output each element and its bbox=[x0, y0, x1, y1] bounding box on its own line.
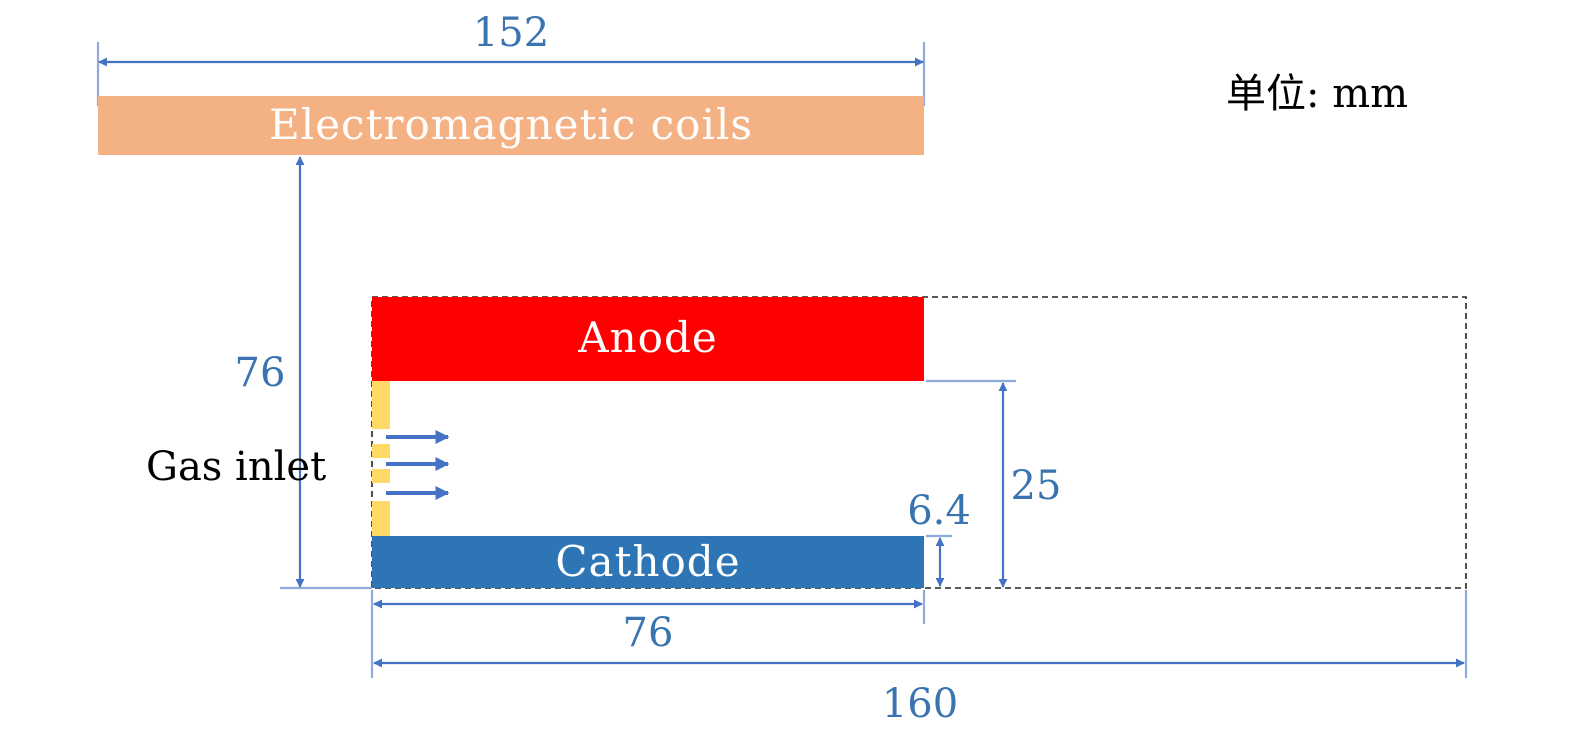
gas-inlet-segment bbox=[372, 469, 390, 483]
gas-inlet-segment bbox=[372, 381, 390, 429]
cathode-block bbox=[372, 536, 924, 588]
domain-length-label: 160 bbox=[882, 681, 958, 727]
coil-label: Electromagnetic coils bbox=[269, 100, 753, 149]
coil-bar bbox=[98, 96, 924, 155]
gas-inlet-segment bbox=[372, 501, 390, 536]
unit-label: 单位: mm bbox=[1226, 71, 1408, 117]
coil-height-label: 76 bbox=[235, 350, 286, 396]
cathode-thickness-label: 6.4 bbox=[907, 488, 971, 534]
electrode-length-label: 76 bbox=[623, 610, 674, 656]
anode-block bbox=[372, 297, 924, 381]
channel-width-label: 25 bbox=[1011, 463, 1062, 509]
gas-inlet-label: Gas inlet bbox=[146, 444, 326, 490]
cathode-label: Cathode bbox=[555, 537, 740, 586]
coil-length-label: 152 bbox=[473, 10, 549, 56]
gas-inlet-segment bbox=[372, 444, 390, 458]
anode-label: Anode bbox=[577, 313, 717, 362]
